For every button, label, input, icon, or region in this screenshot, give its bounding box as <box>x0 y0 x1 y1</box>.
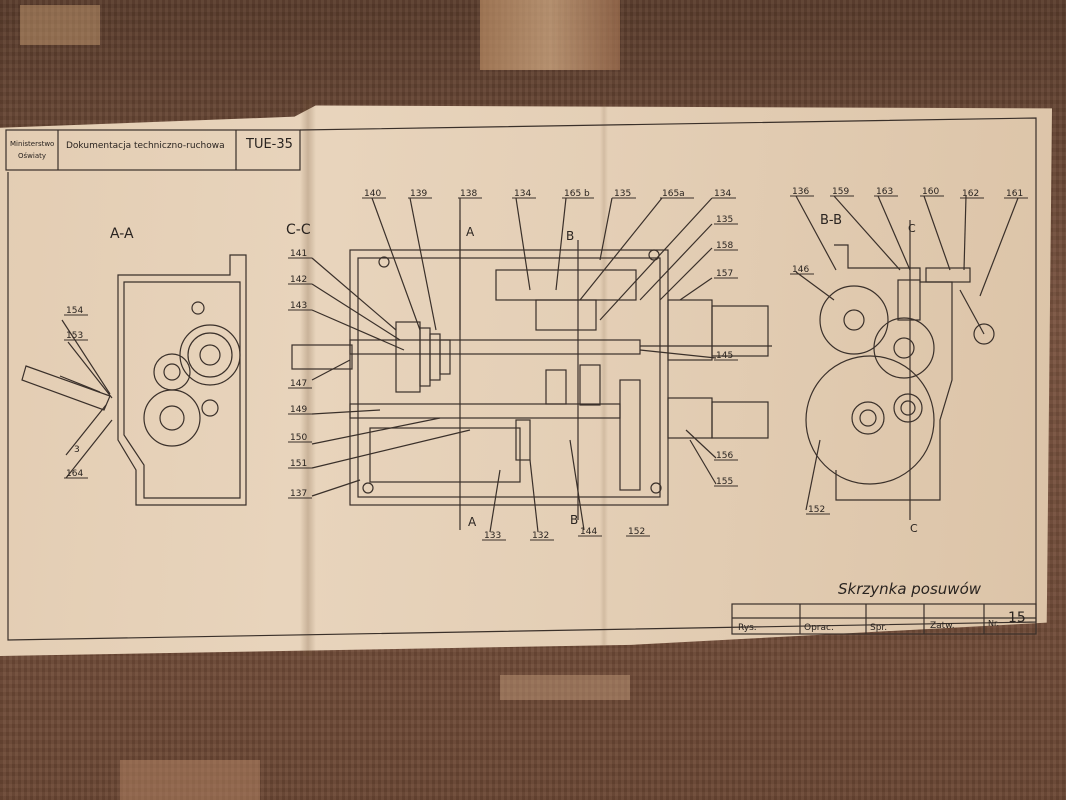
part-156: 156 <box>716 451 733 461</box>
section-mark-b-top: B <box>566 229 574 243</box>
part-141: 141 <box>290 249 307 259</box>
part-162: 162 <box>962 189 979 199</box>
part-160: 160 <box>922 187 939 197</box>
title-block-spr: Spr. <box>870 623 887 633</box>
part-145: 145 <box>716 351 733 361</box>
part-153: 153 <box>66 331 83 341</box>
fabric-pattern-bottom <box>120 760 260 800</box>
part-140: 140 <box>364 189 381 199</box>
part-138: 138 <box>460 189 477 199</box>
part-165b: 165 b <box>564 189 590 199</box>
title-block-box <box>731 603 1037 635</box>
part-3: 3 <box>74 445 80 455</box>
part-143: 143 <box>290 301 307 311</box>
sheet-fold <box>300 100 316 656</box>
part-134b: 134 <box>714 189 731 199</box>
part-154: 154 <box>66 306 83 316</box>
part-158: 158 <box>716 241 733 251</box>
part-150: 150 <box>290 433 307 443</box>
part-152b: 152 <box>808 505 825 515</box>
part-155: 155 <box>716 477 733 487</box>
part-146: 146 <box>792 265 809 275</box>
part-144: 144 <box>580 527 597 537</box>
part-152a: 152 <box>628 527 645 537</box>
section-mark-c-bottom: C <box>910 522 918 535</box>
section-mark-a-bottom: A <box>468 515 477 529</box>
drawing-sheet <box>0 105 1052 656</box>
section-label-bb: B-B <box>820 213 842 228</box>
part-135a: 135 <box>614 189 631 199</box>
part-133: 133 <box>484 531 501 541</box>
part-159: 159 <box>832 187 849 197</box>
header-box <box>5 129 301 171</box>
title-block-oprac: Oprac. <box>804 623 834 633</box>
part-135b: 135 <box>716 215 733 225</box>
part-137: 137 <box>290 489 307 499</box>
part-147: 147 <box>290 379 307 389</box>
fabric-pattern-bottom-mid <box>500 675 630 700</box>
section-label-cc: C-C <box>286 222 311 238</box>
part-164: 164 <box>66 469 83 479</box>
part-149: 149 <box>290 405 307 415</box>
header-doc-type: Dokumentacja techniczno-ruchowa <box>66 141 225 151</box>
part-151: 151 <box>290 459 307 469</box>
header-ministry-line1: Ministerstwo <box>10 140 54 148</box>
title-block-nr-value: 15 <box>1008 610 1026 626</box>
title-block-zatw: Zatw. <box>930 621 955 631</box>
drawing-title: Skrzynka posuwów <box>838 580 982 598</box>
fabric-pattern-top-left <box>20 5 100 45</box>
section-mark-b-bottom: B <box>570 513 578 527</box>
part-142: 142 <box>290 275 307 285</box>
part-161: 161 <box>1006 189 1023 199</box>
part-136: 136 <box>792 187 809 197</box>
part-132: 132 <box>532 531 549 541</box>
section-mark-c-top: C <box>908 222 916 235</box>
title-block-rys: Rys. <box>738 623 757 633</box>
part-134a: 134 <box>514 189 531 199</box>
section-label-aa: A-A <box>110 226 134 242</box>
part-165a: 165a <box>662 189 685 199</box>
fabric-pattern-top <box>480 0 620 70</box>
header-model: TUE-35 <box>245 137 293 152</box>
section-mark-a-top: A <box>466 225 475 239</box>
part-157: 157 <box>716 269 733 279</box>
title-block-nr-label: Nr. <box>988 619 999 628</box>
view-cc <box>291 197 772 533</box>
part-163: 163 <box>876 187 893 197</box>
header-ministry-line2: Oświaty <box>18 152 46 160</box>
part-139: 139 <box>410 189 427 199</box>
view-bb <box>795 195 1019 520</box>
sheet-fold-2 <box>600 100 608 656</box>
view-aa <box>21 254 247 506</box>
